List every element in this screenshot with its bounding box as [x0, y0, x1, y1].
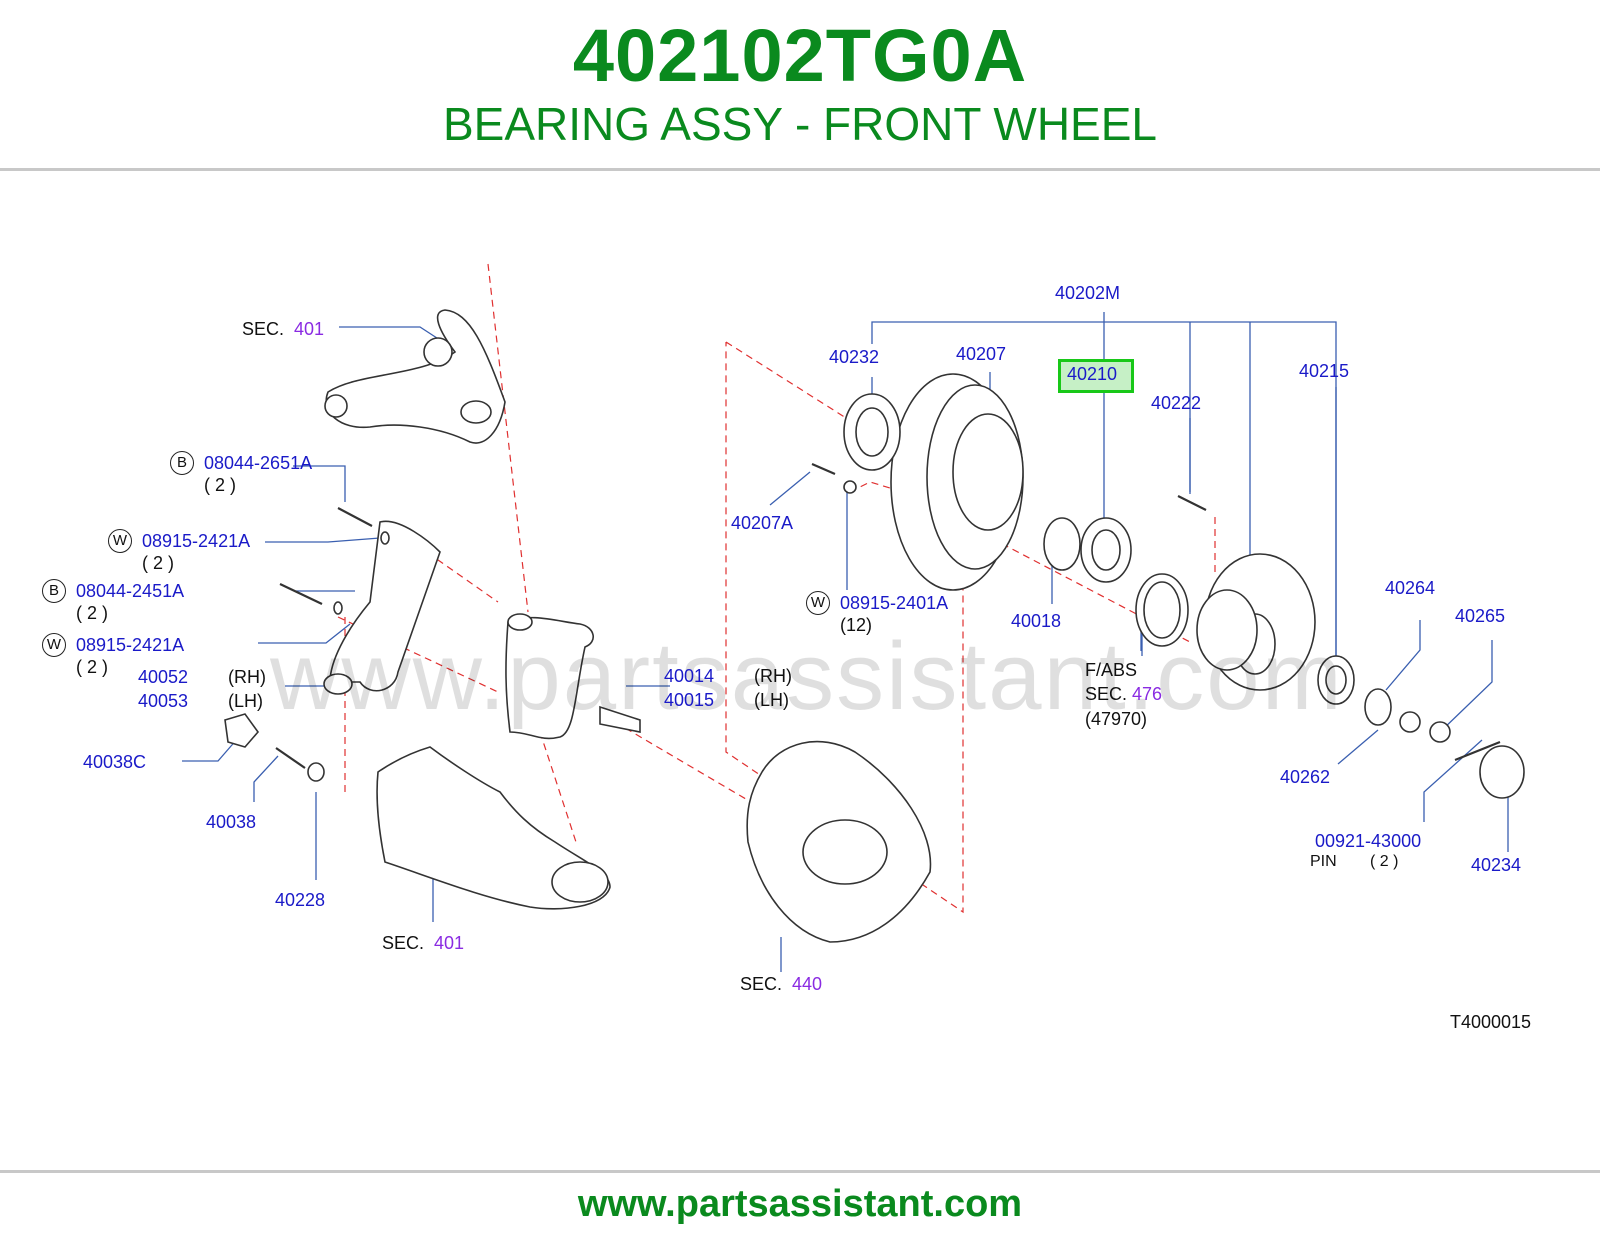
part-label-40015[interactable]: 40015 — [664, 690, 715, 710]
part-label-40018[interactable]: 40018 — [1011, 611, 1062, 631]
part-label-40207A[interactable]: 40207A — [731, 513, 794, 533]
header: 402102TG0A BEARING ASSY - FRONT WHEEL — [0, 0, 1600, 168]
quantity-12: (12) — [840, 615, 873, 635]
sec-number-476: 476 — [1132, 684, 1163, 704]
part-name-subtitle: BEARING ASSY - FRONT WHEEL — [442, 98, 1157, 150]
rh-label: (RH) — [754, 666, 792, 686]
part-label-08915-2421A[interactable]: 08915-2421A — [142, 531, 251, 551]
sec-word: SEC. — [1085, 684, 1128, 704]
section-ref-401-bottom[interactable]: SEC. 401 — [382, 932, 464, 954]
washer-badge: W — [806, 591, 830, 615]
part-number-title: 402102TG0A — [572, 14, 1028, 97]
part-label-40052[interactable]: 40052 — [138, 667, 189, 687]
fabs-label: F/ABS — [1085, 660, 1138, 680]
part-label-08044-2651A[interactable]: 08044-2651A — [204, 453, 313, 473]
pin-label: PIN — [1310, 853, 1337, 870]
header-divider — [0, 168, 1600, 171]
bolt-badge: B — [42, 579, 66, 603]
quantity-2: ( 2 ) — [76, 603, 109, 623]
bolt-shapes — [275, 462, 1501, 769]
part-label-08915-2421A[interactable]: 08915-2421A — [76, 635, 185, 655]
part-label-00921-43000[interactable]: 00921-43000 — [1315, 831, 1422, 851]
diagram-code: T4000015 — [1450, 1012, 1532, 1032]
sec-word: SEC. — [242, 319, 285, 339]
quantity-2: ( 2 ) — [204, 475, 237, 495]
footer-url-link[interactable]: www.partsassistant.com — [577, 1183, 1023, 1225]
part-label-40038C[interactable]: 40038C — [83, 752, 147, 772]
washer-badge: W — [42, 633, 66, 657]
footer-divider — [0, 1170, 1600, 1173]
part-label-40207[interactable]: 40207 — [956, 344, 1007, 364]
sec-number-401: 401 — [294, 319, 325, 339]
part-label-40053[interactable]: 40053 — [138, 691, 189, 711]
part-label-40014[interactable]: 40014 — [664, 666, 715, 686]
part-label-40038[interactable]: 40038 — [206, 812, 257, 832]
part-label-40262[interactable]: 40262 — [1280, 767, 1331, 787]
part-shapes — [224, 309, 1525, 943]
part-label-40222[interactable]: 40222 — [1151, 393, 1202, 413]
bolt-badge: B — [170, 451, 194, 475]
pin-quantity: ( 2 ) — [1370, 853, 1399, 870]
section-ref-476[interactable]: SEC. 476 — [1085, 683, 1162, 705]
lh-label: (LH) — [754, 690, 789, 710]
part-label-40234[interactable]: 40234 — [1471, 855, 1522, 875]
rh-label: (RH) — [228, 667, 266, 687]
part-label-40228[interactable]: 40228 — [275, 890, 326, 910]
sec-number-440: 440 — [792, 974, 823, 994]
sec-number-401: 401 — [434, 933, 465, 953]
section-ref-401-top[interactable]: SEC. 401 — [242, 318, 324, 340]
part-label-08915-2401A[interactable]: 08915-2401A — [840, 593, 949, 613]
section-ref-440[interactable]: SEC. 440 — [740, 973, 822, 995]
quantity-2: ( 2 ) — [142, 553, 175, 573]
part-label-40202M[interactable]: 40202M — [1055, 283, 1121, 303]
part-label-40210[interactable]: 40210 — [1067, 364, 1118, 384]
watermark: www.partsassistant.com — [270, 623, 1344, 730]
part-label-40232[interactable]: 40232 — [829, 347, 880, 367]
sec-word: SEC. — [382, 933, 425, 953]
ref-47970: (47970) — [1085, 709, 1148, 729]
part-label-40265[interactable]: 40265 — [1455, 606, 1506, 626]
quantity-2: ( 2 ) — [76, 657, 109, 677]
part-label-08044-2451A[interactable]: 08044-2451A — [76, 581, 185, 601]
highlighted-part-box — [1058, 359, 1134, 393]
washer-badge: W — [108, 529, 132, 553]
part-label-40215[interactable]: 40215 — [1299, 361, 1350, 381]
sec-word: SEC. — [740, 974, 783, 994]
parts-diagram: www.partsassistant.com 40202M 40232 4020… — [0, 172, 1600, 1168]
part-label-40264[interactable]: 40264 — [1385, 578, 1436, 598]
lh-label: (LH) — [228, 691, 263, 711]
diagram-drawing — [182, 263, 1525, 972]
